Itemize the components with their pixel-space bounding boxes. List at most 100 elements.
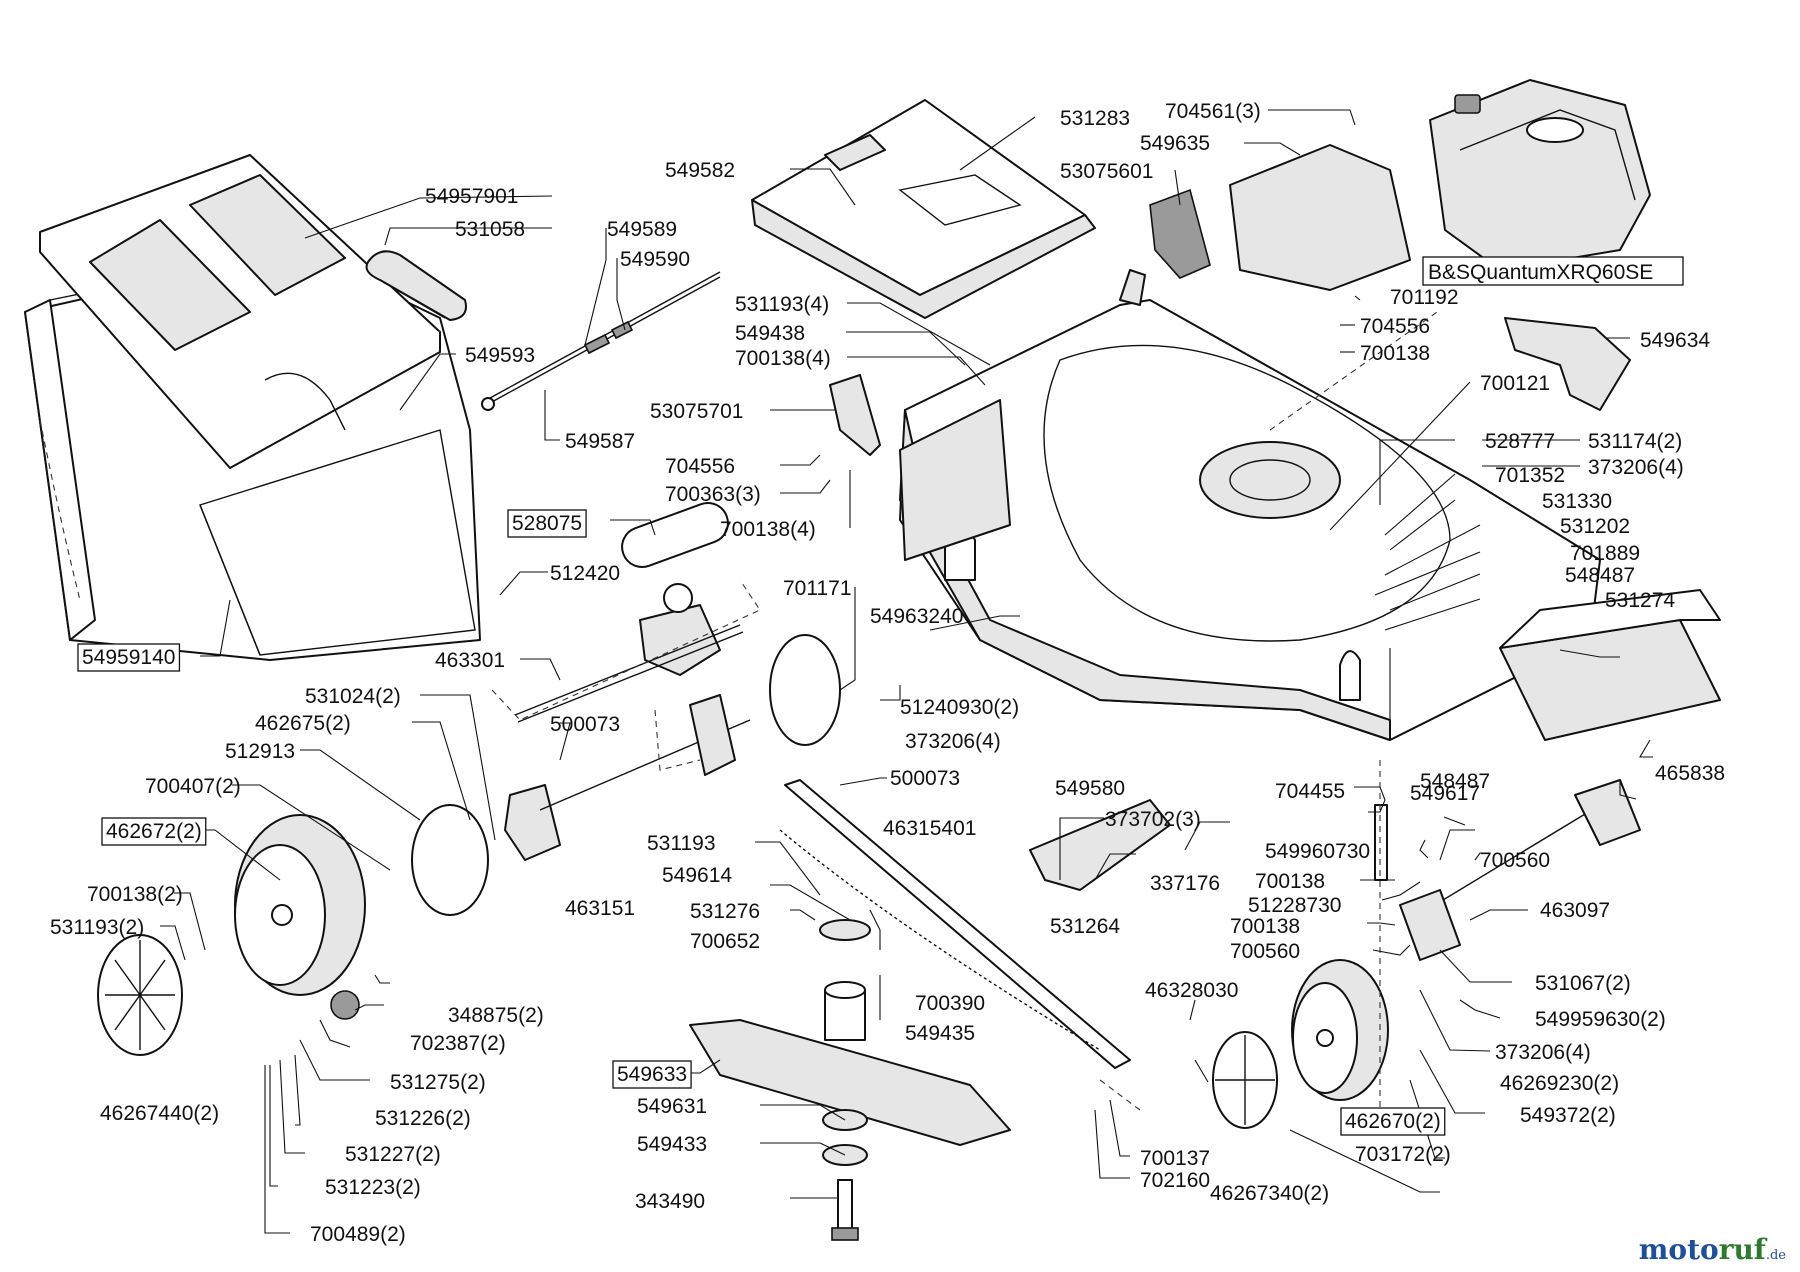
part-label: 549631: [637, 1095, 707, 1118]
control-cable: [481, 271, 721, 411]
rear-axle: [539, 694, 751, 811]
part-label: 549590: [620, 248, 690, 271]
part-label: 549435: [905, 1022, 975, 1045]
part-label: 700138(2): [87, 883, 183, 906]
front-hubcap: [1212, 1031, 1278, 1129]
part-label: 549582: [665, 159, 735, 182]
part-label: 701171: [783, 577, 852, 600]
deck-side-skirt: [899, 399, 1011, 561]
part-label: 46267440(2): [100, 1102, 219, 1125]
part-label: 549438: [735, 322, 805, 345]
part-label: 549433: [637, 1133, 707, 1156]
part-label: 549960730: [1265, 840, 1370, 863]
part-label: 531330: [1542, 490, 1612, 513]
part-label-box: [507, 509, 587, 538]
pinion-gear: [330, 990, 360, 1020]
engine-label: B&SQuantumXRQ60SE: [1428, 261, 1653, 284]
part-label: 373702(3): [1105, 808, 1201, 831]
gearbox: [514, 583, 744, 723]
rear-axle-plate: [504, 784, 561, 861]
part-label: 373206(4): [905, 730, 1001, 753]
blade-adapter: [819, 919, 871, 1041]
part-label: 549593: [465, 344, 535, 367]
part-label: 700390: [915, 992, 985, 1015]
part-label: 46269230(2): [1500, 1072, 1619, 1095]
part-label: 531264: [1050, 915, 1120, 938]
blade-fasteners: [822, 1109, 868, 1241]
grass-catcher-lid: [39, 154, 441, 469]
part-label: 531058: [455, 218, 525, 241]
height-adjust-post: [1374, 804, 1388, 881]
part-label: 549959630(2): [1535, 1008, 1666, 1031]
part-label: 531024(2): [305, 685, 401, 708]
part-label: 531193(2): [50, 916, 144, 939]
part-label: 500073: [550, 713, 620, 736]
part-label: 348875(2): [448, 1004, 544, 1027]
part-label: 531193: [647, 832, 716, 855]
part-label: 51228730: [1248, 894, 1341, 917]
part-label: 51240930(2): [900, 696, 1019, 719]
part-label: 549617: [1410, 782, 1480, 805]
part-label: 528777: [1485, 430, 1555, 453]
part-label: 531174(2): [1588, 430, 1682, 453]
engine-bracket: [1149, 188, 1211, 279]
part-label: 46267340(2): [1210, 1182, 1329, 1205]
part-label-box: [1340, 1107, 1446, 1136]
part-label: 531275(2): [390, 1071, 486, 1094]
part-label: 462670(2): [1345, 1110, 1441, 1133]
part-label: 701352: [1495, 464, 1565, 487]
part-label: 700138(4): [735, 347, 831, 370]
part-label: 531274: [1605, 589, 1675, 612]
part-label: 549587: [565, 430, 635, 453]
part-label: 702387(2): [410, 1032, 506, 1055]
rear-cover: [751, 99, 1096, 319]
mower-deck: [899, 269, 1601, 741]
front-bumper: [1499, 589, 1721, 741]
watermark-suffix: .de: [1765, 1248, 1786, 1263]
part-label: 700363(3): [665, 483, 761, 506]
part-label: 700138: [1255, 870, 1325, 893]
part-label-box: [77, 643, 181, 672]
part-label: 343490: [635, 1190, 705, 1213]
chute-flap: [829, 374, 881, 456]
part-label: 53075701: [650, 400, 743, 423]
part-label: 373206(4): [1588, 456, 1684, 479]
part-label: 46315401: [883, 817, 976, 840]
part-label: 463301: [435, 649, 505, 672]
part-label: 549614: [662, 864, 732, 887]
part-label: 549633: [617, 1063, 687, 1086]
part-label: 701192: [1390, 286, 1459, 309]
part-label: 531276: [690, 900, 760, 923]
part-label: 337176: [1150, 872, 1220, 895]
part-label: 700489(2): [310, 1223, 406, 1246]
part-label: 528075: [512, 512, 582, 535]
part-label: 700137: [1140, 1147, 1210, 1170]
baffle-plate: [1504, 317, 1631, 411]
part-label: 463151: [565, 897, 635, 920]
part-label: 462672(2): [106, 820, 202, 843]
part-label: 700407(2): [145, 775, 241, 798]
drive-pulley-disc: [769, 634, 841, 746]
engine-shroud: [1229, 144, 1411, 291]
watermark-part2: ruf: [1718, 1233, 1766, 1266]
part-label: 700138: [1230, 915, 1300, 938]
part-label: 465838: [1655, 762, 1725, 785]
engine: [1429, 79, 1651, 271]
part-label: 531227(2): [345, 1143, 441, 1166]
part-label: 462675(2): [255, 712, 351, 735]
height-adjust-rod: [779, 779, 1131, 1069]
part-label: 548487: [1420, 770, 1490, 793]
mulch-insert: [1029, 799, 1171, 891]
part-label: 704561(3): [1165, 100, 1261, 123]
assembly-guides: [491, 309, 1441, 1111]
part-label: 531226(2): [375, 1107, 471, 1130]
part-label: 46328030: [1145, 979, 1238, 1002]
part-label: 549372(2): [1520, 1104, 1616, 1127]
wheel-hub: [411, 804, 489, 916]
part-label: 531283: [1060, 107, 1130, 130]
cutting-blade: [689, 1019, 1011, 1146]
part-label: 700560: [1480, 849, 1550, 872]
part-label: 54959140: [82, 646, 175, 669]
part-label: 700121: [1480, 372, 1550, 395]
